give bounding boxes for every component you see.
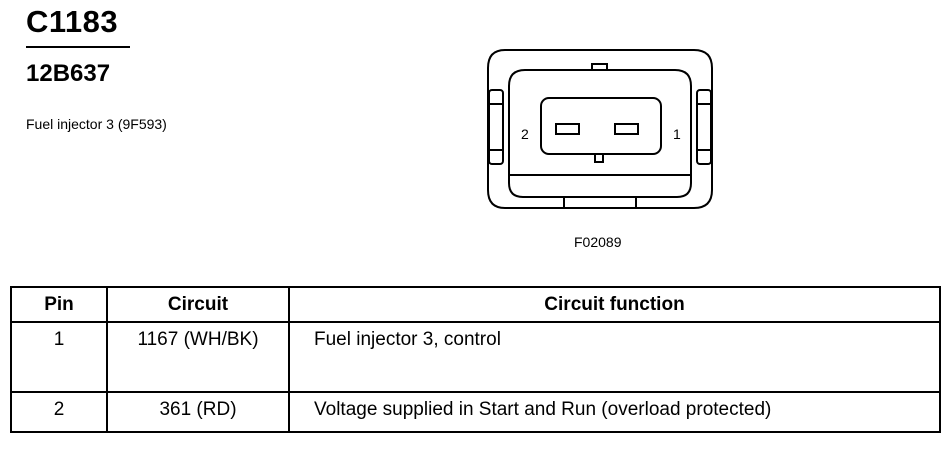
table-header-row: Pin Circuit Circuit function — [10, 286, 941, 323]
table-row: 1 1167 (WH/BK) Fuel injector 3, control — [10, 321, 941, 393]
function-cell: Voltage supplied in Start and Run (overl… — [288, 391, 941, 433]
header-circuit-function: Circuit function — [288, 286, 941, 323]
pinout-table: Pin Circuit Circuit function 1 1167 (WH/… — [10, 286, 941, 433]
circuit-cell: 1167 (WH/BK) — [106, 321, 290, 393]
figure-reference: F02089 — [574, 234, 622, 250]
connector-face-diagram: 2 1 — [487, 49, 713, 209]
pin-label-right: 1 — [673, 126, 681, 142]
pin-cell: 2 — [10, 391, 108, 433]
header-circuit: Circuit — [106, 286, 290, 323]
table-row: 2 361 (RD) Voltage supplied in Start and… — [10, 391, 941, 433]
part-number: 12B637 — [26, 60, 111, 87]
pin-cell: 1 — [10, 321, 108, 393]
left-latch — [488, 89, 504, 165]
terminal-pin-2 — [555, 123, 580, 135]
right-latch — [696, 89, 712, 165]
terminal-pin-1 — [614, 123, 639, 135]
pin-label-left: 2 — [521, 126, 529, 142]
connector-outer-shell — [487, 49, 713, 209]
key-notch — [594, 154, 604, 163]
locking-tab — [591, 63, 608, 70]
pin-cavity — [540, 97, 662, 155]
function-cell: Fuel injector 3, control — [288, 321, 941, 393]
connector-id: C1183 — [26, 4, 119, 39]
connector-inner-body — [508, 69, 692, 198]
circuit-cell: 361 (RD) — [106, 391, 290, 433]
component-description: Fuel injector 3 (9F593) — [26, 116, 167, 132]
title-underline — [26, 46, 130, 48]
header-pin: Pin — [10, 286, 108, 323]
